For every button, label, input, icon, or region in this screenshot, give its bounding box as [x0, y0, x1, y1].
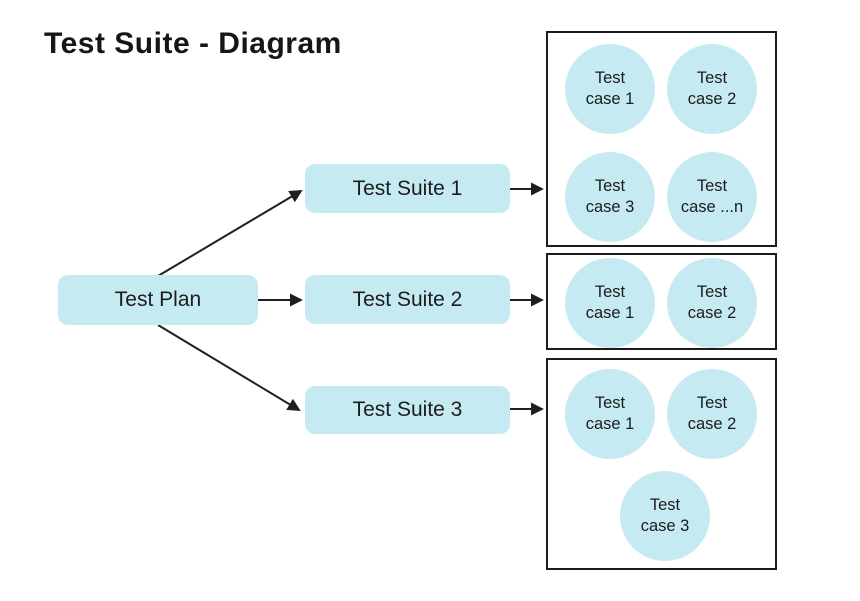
case-label: Test case 3 [585, 176, 635, 216]
case-node-test-case-3: Test case 3 [620, 471, 710, 561]
case-group-suite-3: Test case 1 Test case 2 Test case 3 [546, 358, 777, 570]
case-node-test-case-1: Test case 1 [565, 44, 655, 134]
case-label: Test case 2 [687, 68, 737, 108]
case-label: Test case 2 [687, 393, 737, 433]
node-test-suite-1: Test Suite 1 [305, 164, 510, 213]
case-label: Test case 3 [640, 495, 690, 535]
case-node-test-case-2: Test case 2 [667, 44, 757, 134]
case-node-test-case-2: Test case 2 [667, 258, 757, 348]
case-label: Test case 1 [585, 393, 635, 433]
node-test-suite-3: Test Suite 3 [305, 386, 510, 434]
case-label: Test case 2 [687, 282, 737, 322]
case-node-test-case-3: Test case 3 [565, 152, 655, 242]
node-test-suite-2: Test Suite 2 [305, 275, 510, 324]
case-node-test-case-1: Test case 1 [565, 369, 655, 459]
node-test-plan: Test Plan [58, 275, 258, 325]
case-group-suite-1: Test case 1 Test case 2 Test case 3 Test… [546, 31, 777, 247]
arrow-test-plan-to-suite-3 [157, 324, 301, 412]
case-group-suite-2: Test case 1 Test case 2 [546, 253, 777, 350]
case-label: Test case 1 [585, 282, 635, 322]
diagram-title: Test Suite - Diagram [44, 27, 342, 60]
arrow-test-plan-to-suite-1 [157, 190, 303, 277]
case-node-test-case-n: Test case ...n [667, 152, 757, 242]
case-label: Test case 1 [585, 68, 635, 108]
case-label: Test case ...n [680, 176, 744, 216]
case-node-test-case-2: Test case 2 [667, 369, 757, 459]
case-node-test-case-1: Test case 1 [565, 258, 655, 348]
